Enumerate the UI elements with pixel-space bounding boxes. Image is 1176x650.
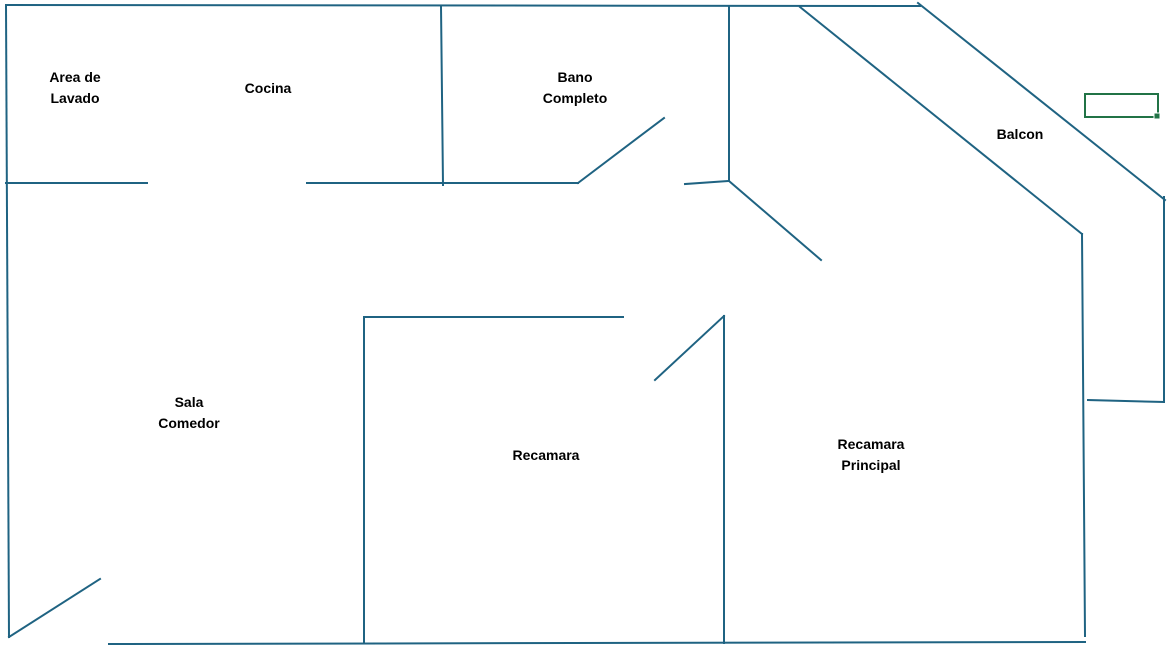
left-wall: [4, 3, 11, 639]
room-label-line: Sala: [175, 394, 204, 410]
room-label-recamara: Recamara: [513, 447, 580, 463]
room-label-balcon: Balcon: [997, 126, 1044, 142]
hall-short-wall: [683, 179, 731, 186]
balcony-bottom-wall: [1086, 398, 1166, 404]
balcony-outer-diagonal: [916, 1, 1167, 202]
room-label-line: Recamara: [513, 447, 580, 463]
room-label-line: Balcon: [997, 126, 1044, 142]
entry-door-swing: [7, 577, 102, 639]
room-label-recamara-principal: Recamara Principal: [838, 436, 905, 473]
active-cell-selection[interactable]: [1084, 93, 1161, 120]
room-label-line: Principal: [841, 457, 900, 473]
top-wall: [4, 3, 922, 8]
master-door-swing: [727, 179, 823, 262]
bedroom-door-swing: [653, 314, 726, 382]
room-label-area-de-lavado: Area de Lavado: [49, 69, 101, 106]
room-label-line: Bano: [558, 69, 593, 85]
room-label-line: Area de: [49, 69, 101, 85]
kitchen-bath-wall: [439, 4, 445, 187]
room-label-sala-comedor: Sala Comedor: [158, 394, 220, 431]
room-label-bano-completo: Bano Completo: [543, 69, 608, 106]
master-right-wall: [1080, 232, 1087, 638]
room-label-line: Recamara: [838, 436, 905, 452]
room-label-line: Cocina: [245, 80, 292, 96]
room-label-line: Comedor: [158, 415, 220, 431]
fill-handle[interactable]: [1153, 112, 1161, 120]
master-inner-diagonal: [798, 5, 1084, 236]
bottom-wall: [107, 640, 1087, 646]
room-label-line: Completo: [543, 90, 608, 106]
room-label-cocina: Cocina: [245, 80, 292, 96]
walls: [4, 1, 1167, 646]
bath-door-swing: [576, 116, 666, 185]
room-label-line: Lavado: [50, 90, 99, 106]
